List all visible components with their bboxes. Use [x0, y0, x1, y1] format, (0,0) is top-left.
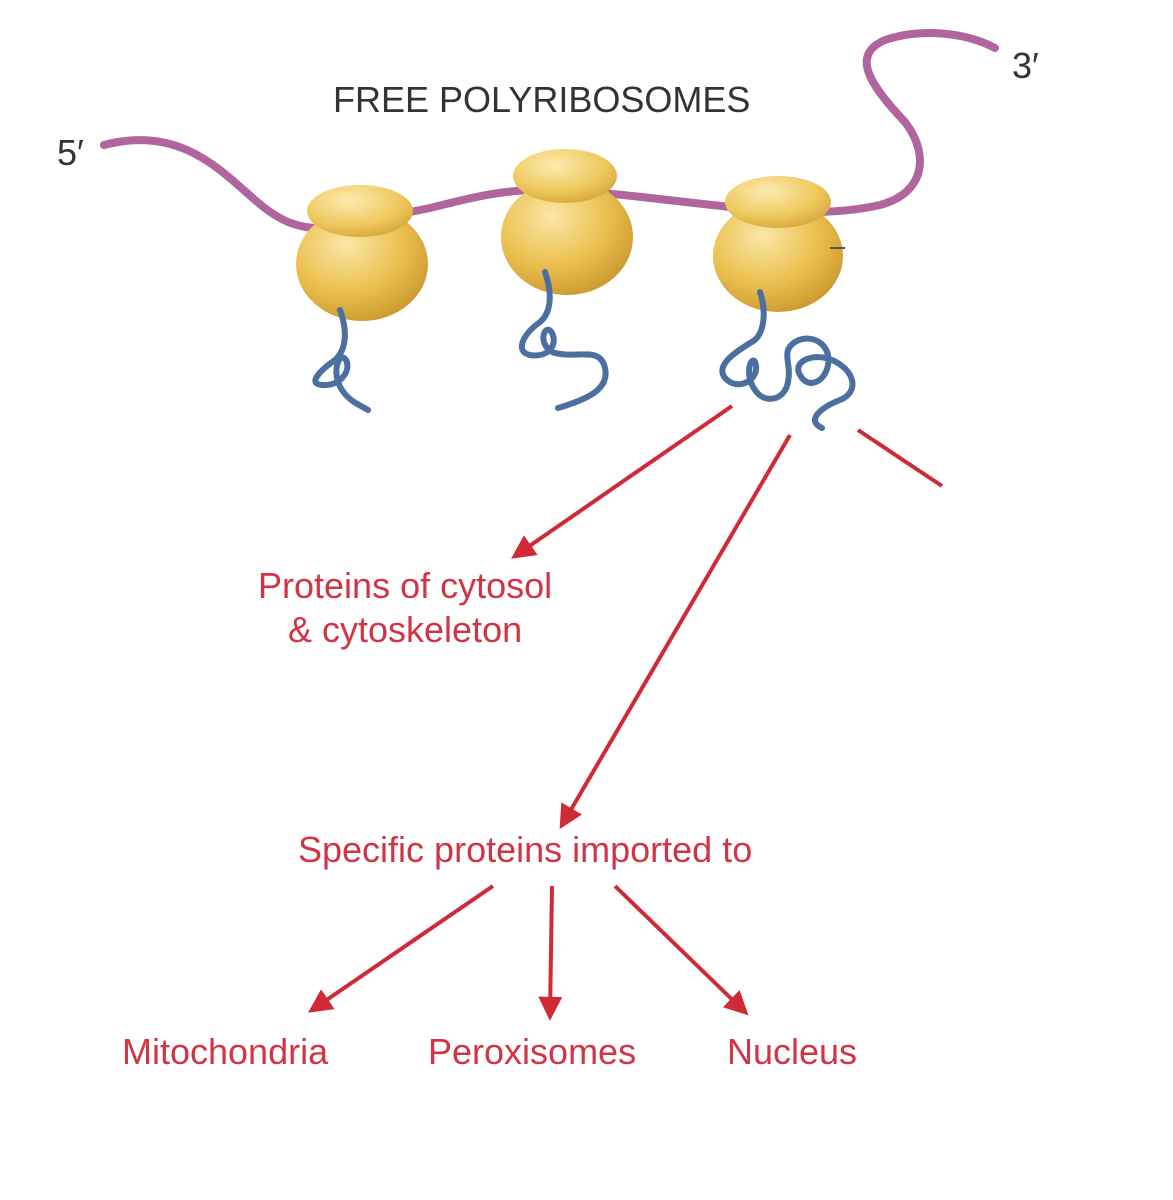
- mrna-strand: [100, 29, 999, 233]
- ribosome-icon: [501, 149, 633, 295]
- polypeptide-chain-icon: [518, 269, 609, 411]
- polypeptide-chain-icon: [312, 307, 371, 413]
- three-prime-label: 3′: [1012, 45, 1039, 86]
- ribosome-icon: [713, 176, 845, 312]
- arrow-icon: [308, 884, 495, 1013]
- arrow-icon: [511, 404, 734, 559]
- cytosol-label-line1: Proteins of cytosol: [258, 565, 552, 606]
- mitochondria-label: Mitochondria: [122, 1031, 329, 1072]
- nucleus-label: Nucleus: [727, 1031, 857, 1072]
- diagram-title: FREE POLYRIBOSOMES: [333, 79, 750, 120]
- arrow-icon: [559, 433, 792, 830]
- cytosol-label-line2: & cytoskeleton: [288, 609, 522, 650]
- peroxisomes-label: Peroxisomes: [428, 1031, 636, 1072]
- arrow-icon: [538, 885, 563, 1021]
- arrow-icon: [856, 428, 944, 488]
- polypeptide-chain-icon: [719, 289, 856, 431]
- arrow-icon: [613, 884, 749, 1016]
- ribosome-icon: [296, 185, 428, 321]
- imported-proteins-label: Specific proteins imported to: [298, 829, 752, 870]
- five-prime-label: 5′: [57, 132, 84, 173]
